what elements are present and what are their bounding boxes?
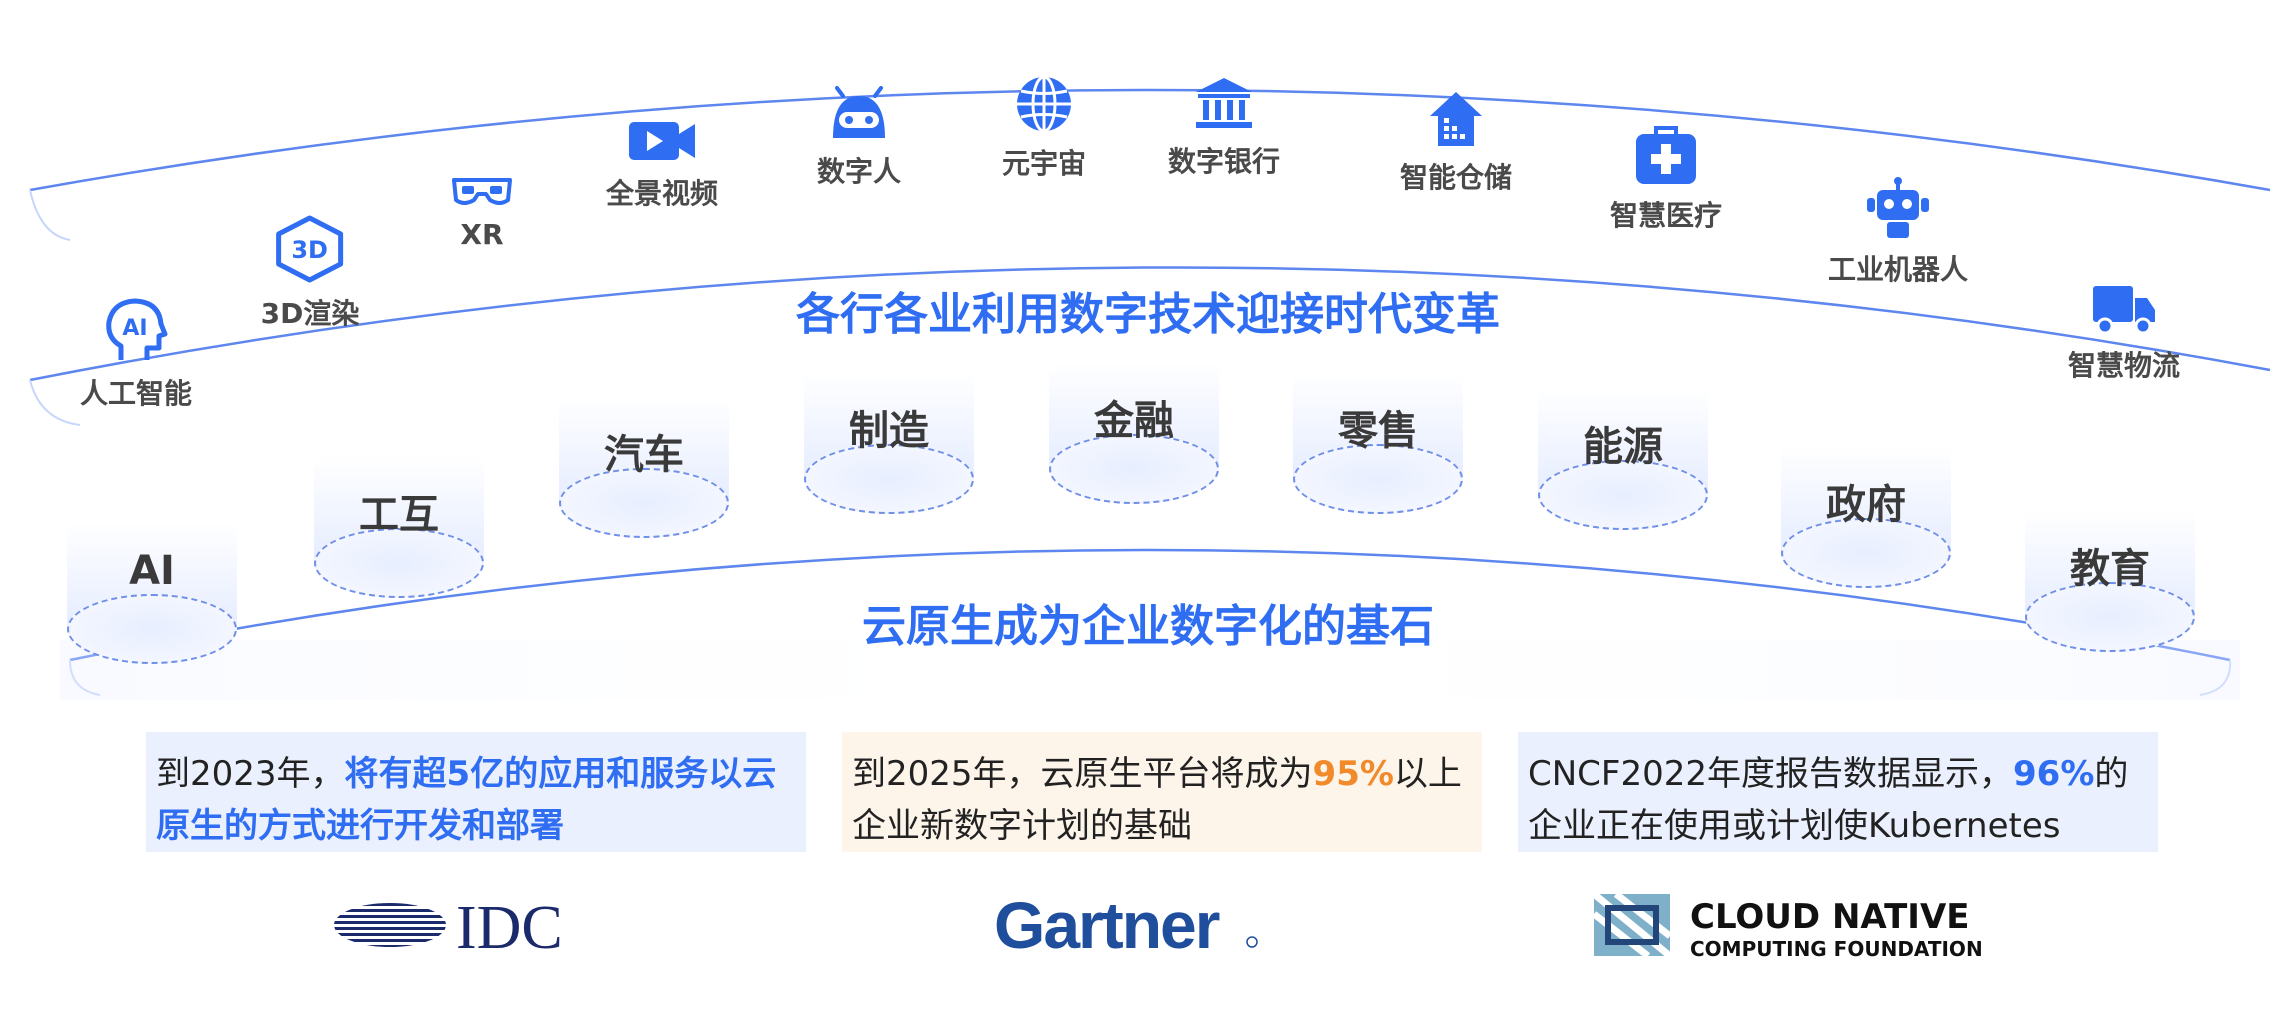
headline-cloud-native-foundation: 云原生成为企业数字化的基石 bbox=[862, 601, 1434, 652]
middle-arc-edge-left bbox=[29, 379, 81, 426]
gartner-logo-text: Gartner bbox=[994, 888, 1220, 962]
card-cncf-prefix: CNCF2022年度报告数据显示， bbox=[1528, 754, 2013, 794]
industry-label: AI bbox=[129, 548, 175, 594]
app-warehouse: 智能仓储 bbox=[1400, 90, 1512, 196]
app-label-warehouse: 智能仓储 bbox=[1399, 161, 1513, 194]
idc-logo: IDC bbox=[334, 894, 563, 962]
video-camera-icon bbox=[628, 122, 695, 160]
industry-label: 金融 bbox=[1094, 398, 1174, 444]
truck-icon bbox=[2092, 286, 2155, 335]
app-label-3d-render: 3D渲染 bbox=[260, 297, 360, 330]
app-label-digital-human: 数字人 bbox=[816, 155, 902, 188]
robot-icon bbox=[1866, 177, 1929, 238]
card-gartner-prefix: 到2025年，云原生平台将成为 bbox=[852, 754, 1313, 794]
industry-label: 工互 bbox=[359, 492, 439, 538]
app-3d-render: 3D 3D渲染 bbox=[260, 214, 360, 332]
app-label-metaverse: 元宇宙 bbox=[1001, 147, 1087, 180]
industry-label: 零售 bbox=[1338, 408, 1418, 454]
card-cncf-suffix: 的企业正在使用或计划使Kubernetes bbox=[1528, 754, 2129, 846]
headline-digital-transformation: 各行各业利用数字技术迎接时代变革 bbox=[796, 289, 1500, 340]
card-gartner-suffix: 以上企业新数字计划的基础 bbox=[852, 754, 1462, 846]
industry-label: 政府 bbox=[1826, 482, 1906, 528]
app-ai: AI 人工智能 bbox=[80, 296, 192, 412]
app-xr: XR bbox=[450, 170, 514, 251]
card-idc: 到2023年，将有超5亿的应用和服务以云原生的方式进行开发和部署 bbox=[146, 732, 806, 852]
app-label-digital-bank: 数字银行 bbox=[1167, 145, 1281, 178]
industry-label: 教育 bbox=[2070, 546, 2150, 592]
industry-label: 汽车 bbox=[604, 432, 684, 478]
industry-label: 制造 bbox=[849, 408, 929, 454]
warehouse-icon bbox=[1429, 92, 1482, 146]
industry-label: 能源 bbox=[1583, 424, 1663, 470]
bank-icon bbox=[1195, 78, 1252, 128]
svg-text:3D: 3D bbox=[292, 236, 329, 264]
ai-head-icon: AI bbox=[106, 298, 168, 360]
middle-arc bbox=[29, 266, 2271, 382]
app-label-video: 全景视频 bbox=[605, 177, 719, 210]
app-video: 全景视频 bbox=[606, 118, 718, 212]
idc-logo-text: IDC bbox=[456, 894, 563, 962]
3d-cube-icon: 3D bbox=[276, 215, 344, 283]
app-label-ai: 人工智能 bbox=[79, 377, 193, 410]
card-gartner: 到2025年，云原生平台将成为95%以上企业新数字计划的基础 bbox=[842, 732, 1482, 852]
app-robot: 工业机器人 bbox=[1828, 176, 1968, 288]
app-digital-human: 数字人 bbox=[817, 86, 901, 190]
android-head-icon bbox=[832, 86, 885, 138]
vr-glasses-icon bbox=[452, 178, 512, 205]
globe-icon bbox=[1016, 75, 1071, 133]
app-metaverse: 元宇宙 bbox=[1002, 74, 1086, 182]
outer-arc-bottom bbox=[29, 189, 71, 241]
app-digital-bank: 数字银行 bbox=[1168, 76, 1280, 180]
card-cncf-highlight: 96% bbox=[2013, 754, 2095, 794]
app-label-medical: 智慧医疗 bbox=[1609, 199, 1723, 232]
medical-kit-icon bbox=[1635, 126, 1696, 184]
cncf-logo-line1: CLOUD NATIVE bbox=[1690, 897, 1970, 937]
app-label-logistics: 智慧物流 bbox=[2067, 349, 2181, 382]
cncf-logo-line2: COMPUTING FOUNDATION bbox=[1690, 937, 1983, 961]
card-idc-highlight: 将有超5亿的应用和服务以云原生的方式进行开发和部署 bbox=[156, 754, 777, 846]
app-label-robot: 工业机器人 bbox=[1827, 253, 1969, 286]
app-medical: 智慧医疗 bbox=[1610, 122, 1722, 234]
card-gartner-highlight: 95% bbox=[1312, 754, 1394, 794]
app-logistics: 智慧物流 bbox=[2068, 280, 2180, 384]
cncf-logo: CLOUD NATIVE COMPUTING FOUNDATION bbox=[1591, 891, 1983, 961]
outer-arc bbox=[29, 88, 2271, 192]
inner-arc bbox=[69, 548, 2231, 662]
svg-text:AI: AI bbox=[122, 316, 147, 341]
card-cncf: CNCF2022年度报告数据显示，96%的企业正在使用或计划使Kubernete… bbox=[1518, 732, 2158, 852]
gartner-logo: Gartner bbox=[994, 888, 1258, 962]
card-idc-prefix: 到2023年， bbox=[156, 754, 345, 794]
app-label-xr: XR bbox=[460, 218, 504, 251]
